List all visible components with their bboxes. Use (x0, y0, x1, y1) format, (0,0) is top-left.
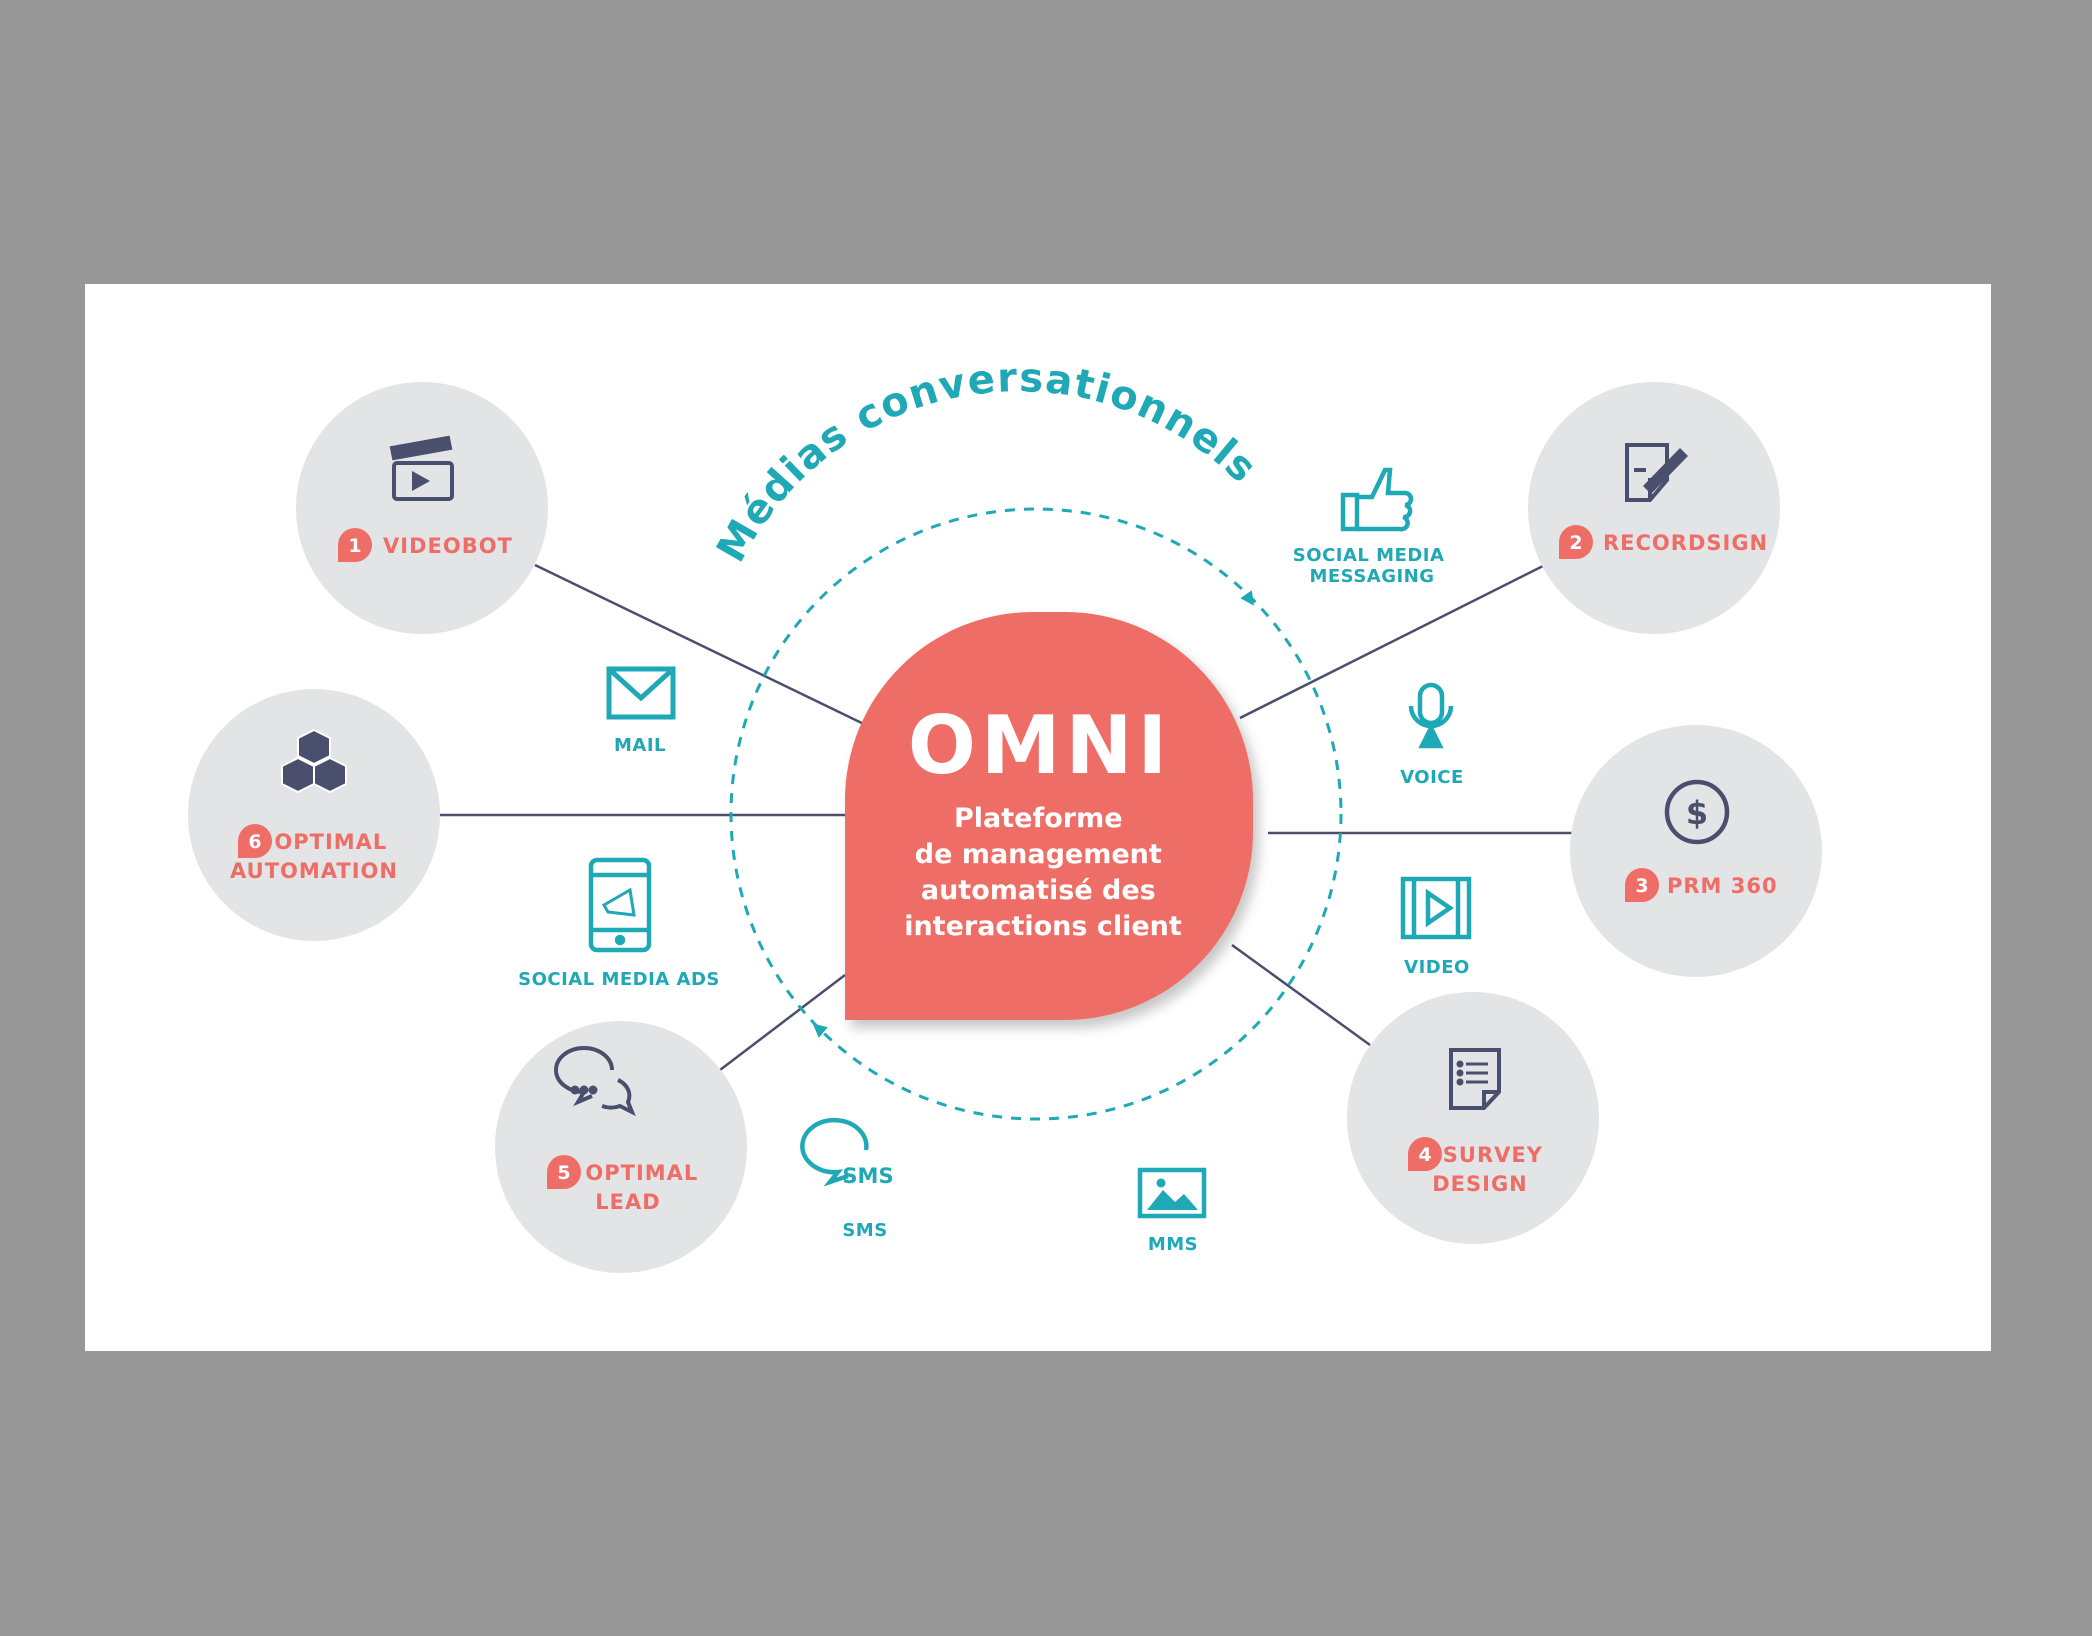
svg-text:5: 5 (557, 1162, 570, 1184)
omni-title: OMNI (908, 699, 1172, 792)
product-circle (296, 382, 548, 634)
omni-center: OMNI Plateforme de management automatisé… (845, 612, 1253, 1020)
film-icon (1400, 876, 1472, 940)
channel-label: SMS (842, 1220, 887, 1241)
dashed-ring (729, 507, 1343, 1121)
document-sign-icon (1625, 443, 1688, 502)
connector-survey-design (1231, 943, 1371, 1047)
arc-title: Médias conversationnels (708, 355, 1266, 570)
badge-6: 6 (238, 824, 272, 858)
badge-5: 5 (547, 1155, 581, 1189)
microphone-icon (1408, 682, 1454, 749)
product-label: OPTIMAL AUTOMATION (230, 830, 398, 883)
product-circle (495, 1021, 747, 1273)
connector-recordsign (1239, 563, 1546, 720)
channel-mail[interactable]: MAIL (606, 666, 676, 756)
channel-sms[interactable]: SMS SMS (800, 1117, 894, 1241)
mail-icon (606, 666, 676, 720)
image-icon (1137, 1167, 1207, 1219)
badge-3: 3 (1625, 868, 1659, 902)
channel-label: MAIL (614, 735, 666, 756)
channel-social-media-messaging[interactable]: SOCIAL MEDIA MESSAGING (1293, 467, 1451, 587)
connector-optimal-lead (719, 974, 846, 1071)
connector-videobot (534, 563, 871, 729)
channel-label: VOICE (1400, 767, 1464, 788)
product-label: OPTIMAL LEAD (585, 1161, 706, 1214)
product-optimal-lead[interactable]: 5 OPTIMAL LEAD (495, 1021, 747, 1273)
channel-mms[interactable]: MMS (1137, 1167, 1207, 1255)
svg-text:1: 1 (348, 535, 361, 557)
channel-label: SOCIAL MEDIA MESSAGING (1293, 545, 1451, 587)
product-label: PRM 360 (1667, 874, 1778, 898)
cubes-icon (281, 728, 347, 794)
channel-label: SOCIAL MEDIA ADS (518, 969, 720, 990)
ring-arrow-bottom (812, 1023, 828, 1038)
chat-bubbles-icon (554, 1046, 636, 1117)
svg-text:4: 4 (1418, 1144, 1431, 1166)
svg-text:6: 6 (248, 831, 261, 853)
badge-4: 4 (1408, 1137, 1442, 1171)
product-prm360[interactable]: $ 3 PRM 360 (1570, 725, 1822, 977)
badge-2: 2 (1559, 525, 1593, 559)
product-circle (188, 689, 440, 941)
product-recordsign[interactable]: 2 RECORDSIGN (1528, 382, 1780, 634)
thumbs-up-icon (1340, 467, 1414, 532)
survey-document-icon (1449, 1048, 1501, 1110)
channel-label: VIDEO (1404, 957, 1470, 978)
product-label: SURVEY DESIGN (1432, 1143, 1551, 1196)
channel-social-media-ads[interactable]: SOCIAL MEDIA ADS (518, 857, 720, 990)
product-videobot[interactable]: 1 VIDEOBOT (296, 382, 548, 634)
product-label: RECORDSIGN (1603, 531, 1768, 555)
product-circle (1347, 992, 1599, 1244)
product-survey-design[interactable]: 4 SURVEY DESIGN (1347, 992, 1599, 1244)
clapperboard-icon (389, 435, 454, 501)
channel-label: MMS (1148, 1234, 1198, 1255)
svg-text:$: $ (1686, 794, 1708, 832)
omni-blob (845, 612, 1253, 1020)
omni-subtitle-line: automatisé des (921, 875, 1156, 906)
channel-video[interactable]: VIDEO (1400, 876, 1472, 978)
product-optimal-automation[interactable]: 6 OPTIMAL AUTOMATION (188, 689, 440, 941)
product-circle (1570, 725, 1822, 977)
sms-bubble-icon: SMS (800, 1117, 894, 1188)
svg-text:2: 2 (1569, 532, 1582, 554)
product-label: VIDEOBOT (383, 534, 513, 558)
svg-text:Plateforme de management: Plateforme de management automatisé des … (904, 803, 1182, 942)
channel-voice[interactable]: VOICE (1400, 682, 1464, 788)
badge-1: 1 (338, 528, 373, 562)
ring-arrow-top (1240, 590, 1254, 606)
product-circle (1528, 382, 1780, 634)
dollar-coin-icon: $ (1664, 779, 1730, 845)
omni-subtitle-line: de management (915, 839, 1162, 870)
omni-subtitle-line: interactions client (904, 911, 1182, 942)
phone-megaphone-icon (588, 857, 652, 953)
connector-lines (438, 563, 1575, 1071)
svg-text:SMS: SMS (842, 1164, 893, 1188)
svg-text:3: 3 (1635, 875, 1648, 897)
omni-subtitle-line: Plateforme (954, 803, 1123, 834)
